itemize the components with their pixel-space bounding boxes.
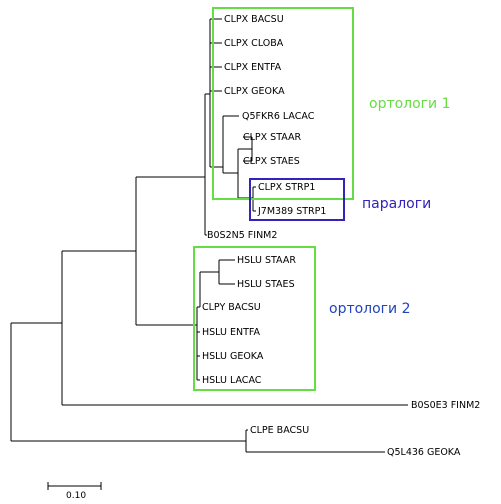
leaf-label: HSLU STAAR xyxy=(237,255,296,266)
orthologs2-box xyxy=(193,246,316,391)
scale-bar: 0.10 xyxy=(47,482,102,501)
orthologs2-label: ортологи 2 xyxy=(329,301,411,317)
leaf-label: HSLU STAES xyxy=(237,279,295,290)
leaf-label: CLPX STRP1 xyxy=(258,182,315,193)
leaf-label: Q5L436 GEOKA xyxy=(387,447,461,458)
leaf-label: J7M389 STRP1 xyxy=(257,206,326,217)
leaf-label: Q5FKR6 LACAC xyxy=(242,111,315,122)
leaf-label: CLPX GEOKA xyxy=(224,86,285,97)
leaf-label: CLPX STAAR xyxy=(243,132,302,143)
scale-bar-label: 0.10 xyxy=(66,491,86,501)
paralogs-label: паралоги xyxy=(362,196,431,212)
orthologs1-box xyxy=(212,7,354,200)
leaf-label: B0S2N5 FINM2 xyxy=(207,230,277,241)
leaf-label: CLPE BACSU xyxy=(250,425,309,436)
leaf-label: CLPY BACSU xyxy=(202,302,261,313)
leaf-label: HSLU ENTFA xyxy=(202,327,260,338)
leaf-label: CLPX CLOBA xyxy=(224,38,284,49)
leaf-label: CLPX BACSU xyxy=(224,14,284,25)
leaf-labels: CLPX BACSU CLPX CLOBA CLPX ENTFA CLPX GE… xyxy=(202,14,480,458)
orthologs1-label: ортологи 1 xyxy=(369,96,451,112)
leaf-label: CLPX ENTFA xyxy=(224,62,282,73)
leaf-label: HSLU GEOKA xyxy=(202,351,264,362)
leaf-label: HSLU LACAC xyxy=(202,375,262,386)
leaf-label: B0S0E3 FINM2 xyxy=(411,400,480,411)
leaf-label: CLPX STAES xyxy=(243,156,300,167)
paralogs-box xyxy=(249,178,345,221)
